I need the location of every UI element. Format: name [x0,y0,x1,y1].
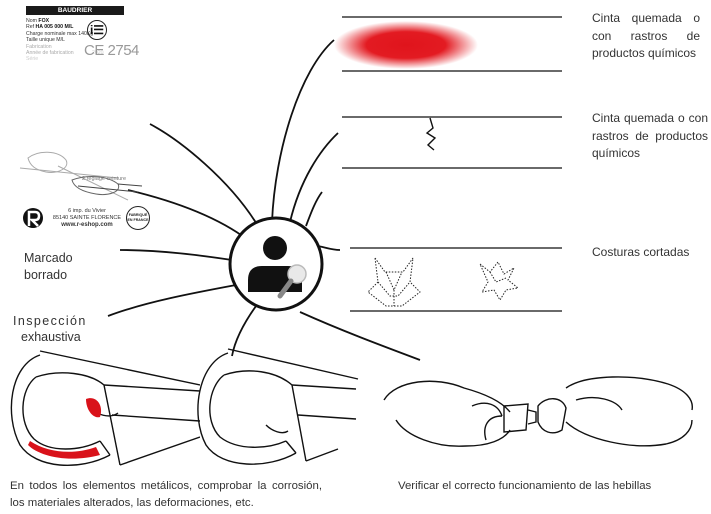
ce-mark: CE 2754 [84,42,139,59]
metal-buckle-corroded [0,345,200,475]
belt-adjust-drawing [18,140,148,210]
harness-label-card: BAUDRIER Nom FOX Ref HA 005 000 M/L Char… [22,6,130,94]
cinta-quemada-text-2: Cinta quemada o con rastros de productos… [592,110,708,163]
stitching-cut-icon [480,262,518,300]
connector-cinta1 [272,40,334,222]
corrosion-top [86,398,101,417]
costuras-cortadas-text: Costuras cortadas [592,244,708,262]
caption-buckles: Verificar el correcto funcionamiento de … [398,478,698,495]
belt-website: www.r-eshop.com [50,222,124,229]
metal-buckle-deformed [188,345,388,475]
inspector-person-icon [226,214,326,314]
label-taille: Taille unique M/L [26,37,65,43]
made-in-france-badge: FABRIQUÉ EN FRANCE [126,206,150,230]
label-ref-value: HA 005 000 M/L [36,24,74,30]
belt-instruction-card: 2 réglage ceinture 6 imp. du Vivier 8514… [18,140,148,240]
webbing-panels [330,0,570,320]
stitching-intact-icon [368,258,420,306]
info-icon: i☰ [87,20,107,40]
label-serie: Série [26,56,38,62]
label-ref-key: Ref [26,24,34,30]
belt-address-line2: 85140 SAINTE FLORENCE [50,215,124,222]
belt-address-line1: 6 imp. du Vivier [50,208,124,215]
label-card-header: BAUDRIER [26,6,124,15]
burn-mark [334,21,478,69]
inspeccion-label-line1: Inspección [13,314,87,328]
connector-label-card [150,124,258,226]
inspeccion-label-line2: exhaustiva [21,330,81,344]
hands-buckle-drawing [376,360,698,472]
corrosion-bottom [28,441,100,459]
caption-metal-elements: En todos los elementos metálicos, compro… [10,478,322,512]
brand-logo-icon [22,206,44,230]
marcado-label: Marcado borrado [24,250,94,284]
belt-reglage-text: 2 réglage ceinture [82,176,126,182]
cinta-quemada-text-1: Cinta quemada o con rastros de productos… [592,10,700,63]
webbing-tear-icon [427,118,435,150]
